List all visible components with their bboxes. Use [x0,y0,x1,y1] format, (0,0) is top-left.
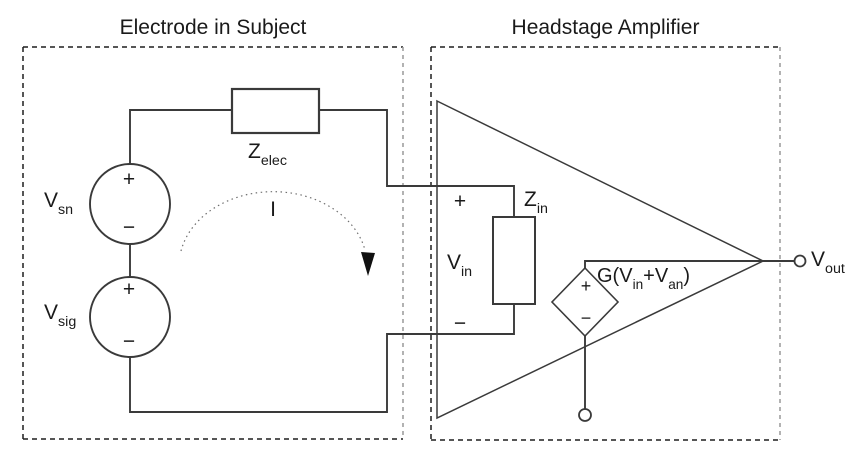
electrode-title-text: Electrode in Subject [119,16,307,39]
v-sig-minus-sign: − [122,330,136,353]
current-loop-arc [180,191,366,252]
output-terminal [793,254,807,268]
v-out-label: Vout [811,248,845,277]
headstage-dashed-box [430,46,781,441]
v-sig-plus-sign: + [122,278,136,301]
current-loop-label: I [270,198,276,221]
v-sig-source-circle [89,276,171,358]
z-elec-label: Zelec [248,140,287,169]
amp-minus-input-sign: − [453,312,467,335]
dependent-source-diamond [550,266,620,338]
reference-terminal [578,408,592,422]
wire-top-input [129,109,515,217]
dependent-source-plus-sign: + [580,276,592,296]
headstage-section-title: Headstage Amplifier [431,17,780,39]
opamp-triangle [436,99,765,420]
amp-plus-input-sign: + [453,190,467,213]
headstage-title-text: Headstage Amplifier [511,16,700,39]
v-sn-minus-sign: − [122,216,136,239]
v-sn-source-circle [89,163,171,245]
z-elec-resistor [230,87,321,135]
electrode-dashed-box [22,46,404,440]
v-sig-label: Vsig [44,301,77,330]
z-in-resistor [492,216,536,305]
dependent-source-minus-sign: − [580,308,592,328]
v-sn-label: Vsn [44,189,74,218]
wire-bottom-return [129,304,515,413]
dependent-source-label: G(Vin+Van) [597,265,690,292]
current-loop-arrowhead-icon [361,252,375,276]
v-sn-plus-sign: + [122,168,136,191]
z-in-label: Zin [524,188,548,217]
electrode-section-title: Electrode in Subject [23,17,403,39]
v-in-label: Vin [447,251,473,280]
wire-dependent-source-top [584,260,763,268]
